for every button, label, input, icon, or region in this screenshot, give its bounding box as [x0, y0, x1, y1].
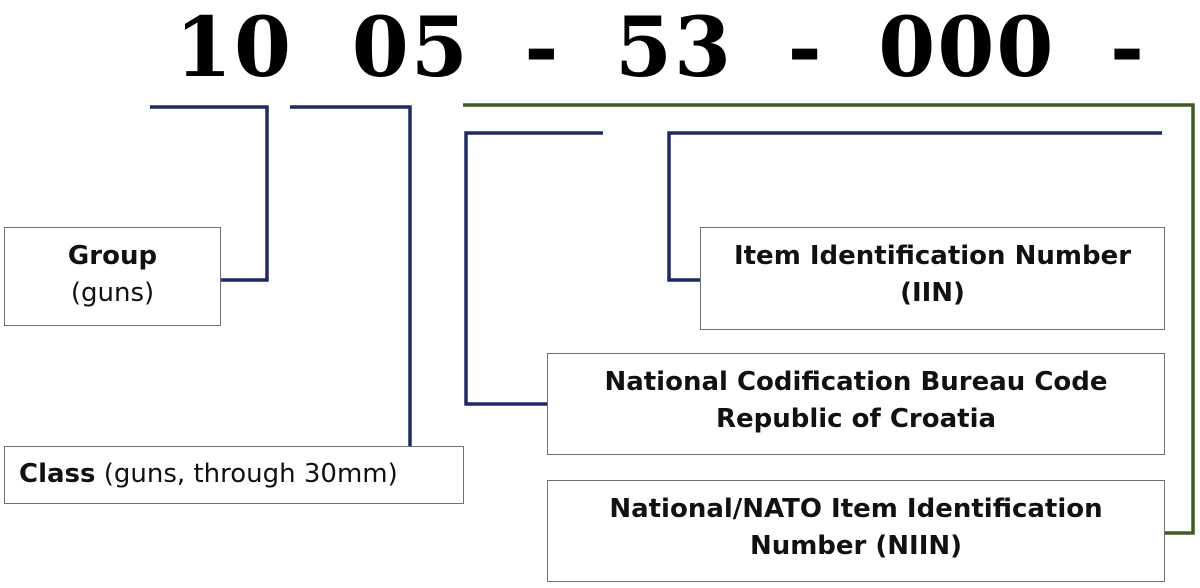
code-separator-3: -: [1110, 0, 1147, 96]
ncb-line1: National Codification Bureau Code: [604, 367, 1108, 397]
code-class: 05: [351, 0, 470, 96]
ncb-connector: [464, 131, 603, 406]
class-connector: [290, 105, 412, 446]
iin-line2: (IIN): [900, 278, 965, 308]
ncb-line2: Republic of Croatia: [715, 404, 997, 434]
iin-connector: [667, 131, 1162, 282]
code-mid: 000: [878, 0, 1056, 96]
code-ncb: 53: [614, 0, 734, 96]
code-separator-2: -: [787, 0, 824, 96]
iin-box: Item Identification Number (IIN): [700, 227, 1165, 330]
code-separator-1: -: [524, 0, 561, 96]
niin-connector: [463, 103, 1195, 535]
class-subtitle: (guns, through 30mm): [103, 459, 398, 489]
class-box: Class (guns, through 30mm): [4, 446, 464, 504]
group-box: Group (guns): [4, 227, 221, 326]
code-group: 10: [175, 0, 294, 96]
niin-line1: National/NATO Item Identification: [609, 494, 1103, 524]
iin-line1: Item Identification Number: [733, 241, 1132, 271]
ncb-box: National Codification Bureau Code Republ…: [547, 353, 1165, 455]
niin-line2: Number (NIIN): [749, 531, 963, 561]
group-connector: [150, 105, 269, 282]
group-subtitle: (guns): [70, 278, 155, 308]
nsn-code: 10 05 - 53 - 000 - 1903: [175, 0, 1144, 96]
class-title: Class: [19, 459, 96, 489]
niin-box: National/NATO Item Identification Number…: [547, 480, 1165, 582]
group-title: Group: [67, 241, 158, 271]
